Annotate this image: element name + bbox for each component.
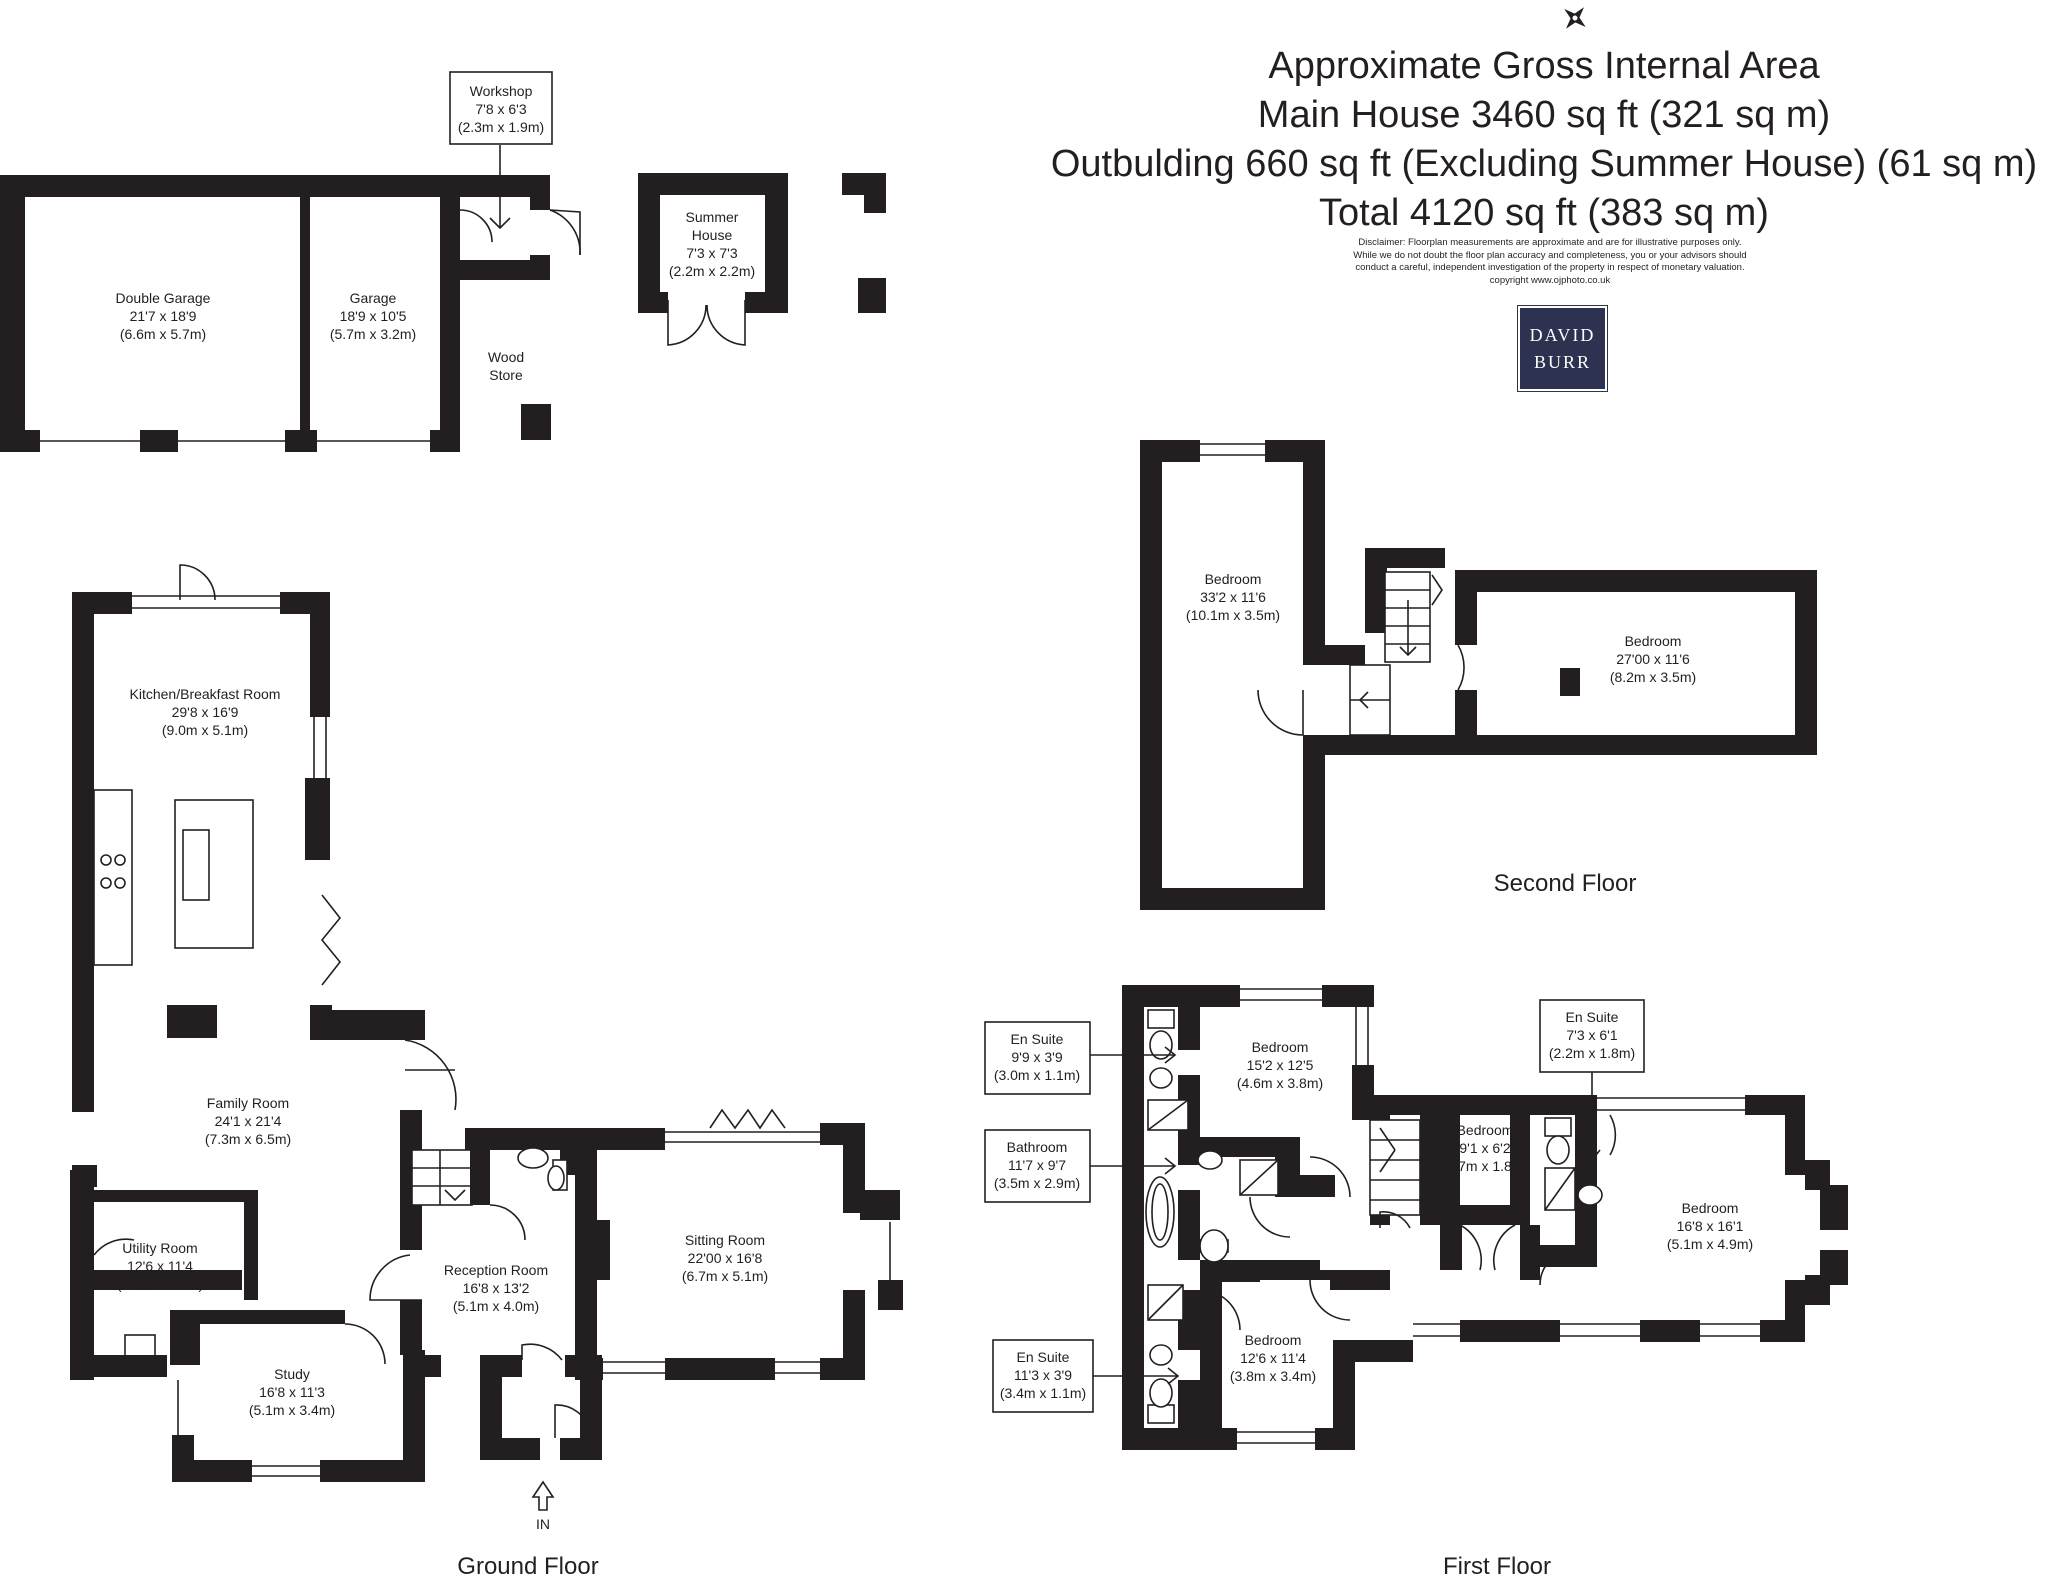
area-title: Approximate Gross Internal Area: [1268, 45, 1820, 87]
ground-floor-label: Ground Floor: [457, 1553, 598, 1576]
disclaimer-line: Disclaimer: Floorplan measurements are a…: [1358, 237, 1742, 248]
room-name: Bedroom: [1625, 633, 1682, 649]
room-name: Kitchen/Breakfast Room: [130, 686, 281, 702]
entrance-label: IN: [536, 1516, 550, 1532]
room-size-metric: (3.8m x 3.4m): [117, 1276, 203, 1292]
room-name: En Suite: [1017, 1349, 1070, 1365]
room-size-metric: (2.2m x 2.2m): [669, 263, 755, 279]
room-size: 27'00 x 11'6: [1616, 651, 1690, 667]
room-size: 18'9 x 10'5: [340, 308, 407, 324]
ensuite-b-callout: En Suite 11'3 x 3'9 (3.4m x 1.1m): [992, 1339, 1180, 1413]
room-size-metric: (9.0m x 5.1m): [162, 722, 248, 738]
first-floor-plan: [1122, 985, 1848, 1450]
room-name: Bedroom: [1682, 1200, 1739, 1216]
room-size-metric: (2.3m x 1.9m): [458, 119, 544, 135]
room-size: 33'2 x 11'6: [1200, 589, 1266, 605]
first-floor-label: First Floor: [1443, 1553, 1551, 1576]
logo-line: BURR: [1533, 352, 1592, 372]
room-size: 29'8 x 16'9: [172, 704, 239, 720]
room-size-metric: (3.8m x 3.4m): [1230, 1368, 1316, 1384]
room-name: Reception Room: [444, 1262, 548, 1278]
room-size: 24'1 x 21'4: [215, 1113, 282, 1129]
room-size-metric: (2.2m x 1.8m): [1549, 1045, 1635, 1061]
agent-logo: DAVID BURR: [1517, 305, 1608, 392]
room-size: 7'3 x 7'3: [686, 245, 737, 261]
room-size-metric: (5.7m x 3.2m): [330, 326, 416, 342]
workshop-callout: Workshop 7'8 x 6'3 (2.3m x 1.9m): [449, 71, 553, 145]
main-house-area: Main House 3460 sq ft (321 sq m): [1257, 94, 1831, 136]
room-size-metric: (3.0m x 1.1m): [994, 1067, 1080, 1083]
room-size: 9'9 x 3'9: [1011, 1049, 1062, 1065]
second-floor-label: Second Floor: [1494, 870, 1637, 897]
room-size: 21'7 x 18'9: [130, 308, 197, 324]
disclaimer-line: While we do not doubt the floor plan acc…: [1353, 249, 1747, 261]
disclaimer: Disclaimer: Floorplan measurements are a…: [1290, 237, 1810, 287]
room-size: 16'8 x 11'3: [259, 1384, 325, 1400]
room-name: Bedroom: [1457, 1122, 1514, 1138]
room-size: 22'00 x 16'8: [688, 1250, 763, 1266]
room-size-metric: (8.2m x 3.5m): [1610, 669, 1696, 685]
room-name: Wood: [488, 349, 524, 365]
bathroom-callout: Bathroom 11'7 x 9'7 (3.5m x 2.9m): [984, 1129, 1177, 1203]
room-name: En Suite: [1566, 1009, 1619, 1025]
copyright: copyright www.ojphoto.co.uk: [1489, 274, 1611, 286]
room-name: Workshop: [470, 83, 533, 99]
total-area: Total 4120 sq ft (383 sq m): [1319, 192, 1769, 234]
room-size-metric: (3.4m x 1.1m): [1000, 1385, 1086, 1401]
room-size-metric: (6.7m x 5.1m): [682, 1268, 768, 1284]
room-size-metric: (3.5m x 2.9m): [994, 1175, 1080, 1191]
room-size: 12'6 x 11'4: [127, 1258, 193, 1274]
room-size: 16'8 x 16'1: [1677, 1218, 1744, 1234]
room-size-metric: (2.7m x 1.8m): [1442, 1158, 1528, 1174]
room-size-metric: (5.1m x 4.0m): [453, 1298, 539, 1314]
room-name: House: [692, 227, 733, 243]
room-size: 12'6 x 11'4: [1240, 1350, 1306, 1366]
ensuite-c-callout: En Suite 7'3 x 6'1 (2.2m x 1.8m): [1539, 999, 1645, 1162]
room-size: 11'3 x 3'9: [1014, 1367, 1072, 1383]
room-name: Study: [274, 1366, 310, 1382]
room-size: 9'1 x 6'2: [1459, 1140, 1510, 1156]
ensuite-a-callout: En Suite 9'9 x 3'9 (3.0m x 1.1m): [984, 1021, 1177, 1095]
room-name: Bedroom: [1245, 1332, 1302, 1348]
room-size: 7'3 x 6'1: [1566, 1027, 1617, 1043]
room-size-metric: (4.6m x 3.8m): [1237, 1075, 1323, 1091]
room-size-metric: (6.6m x 5.7m): [120, 326, 206, 342]
room-name: En Suite: [1011, 1031, 1064, 1047]
room-name: Family Room: [207, 1095, 289, 1111]
room-name: Bedroom: [1205, 571, 1262, 587]
room-name: Sitting Room: [685, 1232, 765, 1248]
room-size: 15'2 x 12'5: [1247, 1057, 1314, 1073]
logo-line: DAVID: [1529, 325, 1596, 345]
room-size-metric: (5.1m x 4.9m): [1667, 1236, 1753, 1252]
room-name: Utility Room: [122, 1240, 197, 1256]
room-size-metric: (7.3m x 6.5m): [205, 1131, 291, 1147]
room-name: Summer: [686, 209, 739, 225]
ground-floor-plan: [70, 564, 903, 1511]
second-floor-plan: [1140, 440, 1817, 910]
room-name: Double Garage: [116, 290, 211, 306]
outbuilding-plan: [0, 145, 581, 452]
summer-house-plan: [638, 173, 886, 346]
area-summary: Approximate Gross Internal Area Main Hou…: [1044, 42, 2044, 238]
room-size: 11'7 x 9'7: [1008, 1157, 1066, 1173]
disclaimer-line: conduct a careful, independent investiga…: [1355, 262, 1745, 273]
room-name: Store: [489, 367, 523, 383]
outbuilding-area: Outbulding 660 sq ft (Excluding Summer H…: [1050, 143, 2038, 185]
room-size: 16'8 x 13'2: [463, 1280, 530, 1296]
room-name: Bathroom: [1007, 1139, 1068, 1155]
room-size: 7'8 x 6'3: [475, 101, 526, 117]
room-name: Garage: [350, 290, 397, 306]
room-size-metric: (10.1m x 3.5m): [1186, 607, 1280, 623]
room-name: Bedroom: [1252, 1039, 1309, 1055]
room-size-metric: (5.1m x 3.4m): [249, 1402, 335, 1418]
compass-icon: [1564, 7, 1586, 29]
